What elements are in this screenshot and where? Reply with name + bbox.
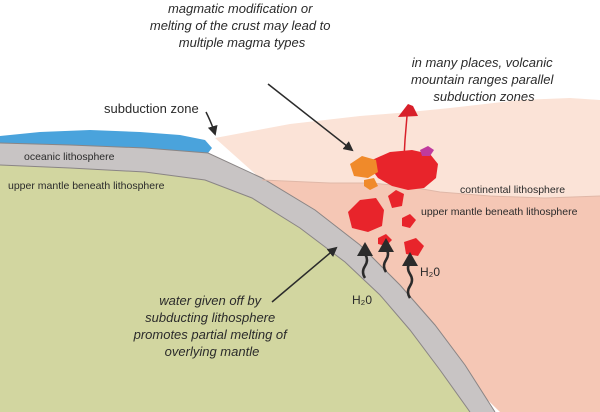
water-pointer-arrow <box>271 246 338 303</box>
oceanic-lithosphere-label: oceanic lithosphere <box>24 151 115 163</box>
ocean <box>0 130 212 153</box>
water-arrows <box>357 238 418 299</box>
water-note: water given off by subducting lithospher… <box>133 293 291 359</box>
right-upper-mantle <box>260 165 600 412</box>
upper-mantle-right-label: upper mantle beneath lithosphere <box>421 206 578 218</box>
magma-blob <box>348 198 384 232</box>
magma-chamber <box>372 150 438 190</box>
upper-mantle-left-label: upper mantle beneath lithosphere <box>8 180 165 192</box>
volcano <box>398 104 418 117</box>
subduction-zone-label: subduction zone <box>104 101 199 116</box>
continental-lithosphere-label: continental lithosphere <box>460 184 565 196</box>
magma-purple-blob <box>420 146 434 156</box>
h2o-label-bottom: H₂0 <box>352 293 372 307</box>
magma-orange-small <box>364 178 378 190</box>
magmatic-pointer-arrow <box>267 83 354 152</box>
volcanic-note: in many places, volcanic mountain ranges… <box>411 55 557 104</box>
subduction-zone-pointer-arrow <box>205 111 218 136</box>
h2o-label-right: H₂0 <box>420 265 440 279</box>
magmatic-note: magmatic modification or melting of the … <box>150 1 334 50</box>
continental-crust <box>215 98 600 198</box>
magma-orange-blob <box>350 156 378 178</box>
magma-blob <box>388 190 404 208</box>
left-upper-mantle <box>0 165 470 412</box>
magma-blob <box>404 238 424 256</box>
magma-blob <box>402 214 416 228</box>
